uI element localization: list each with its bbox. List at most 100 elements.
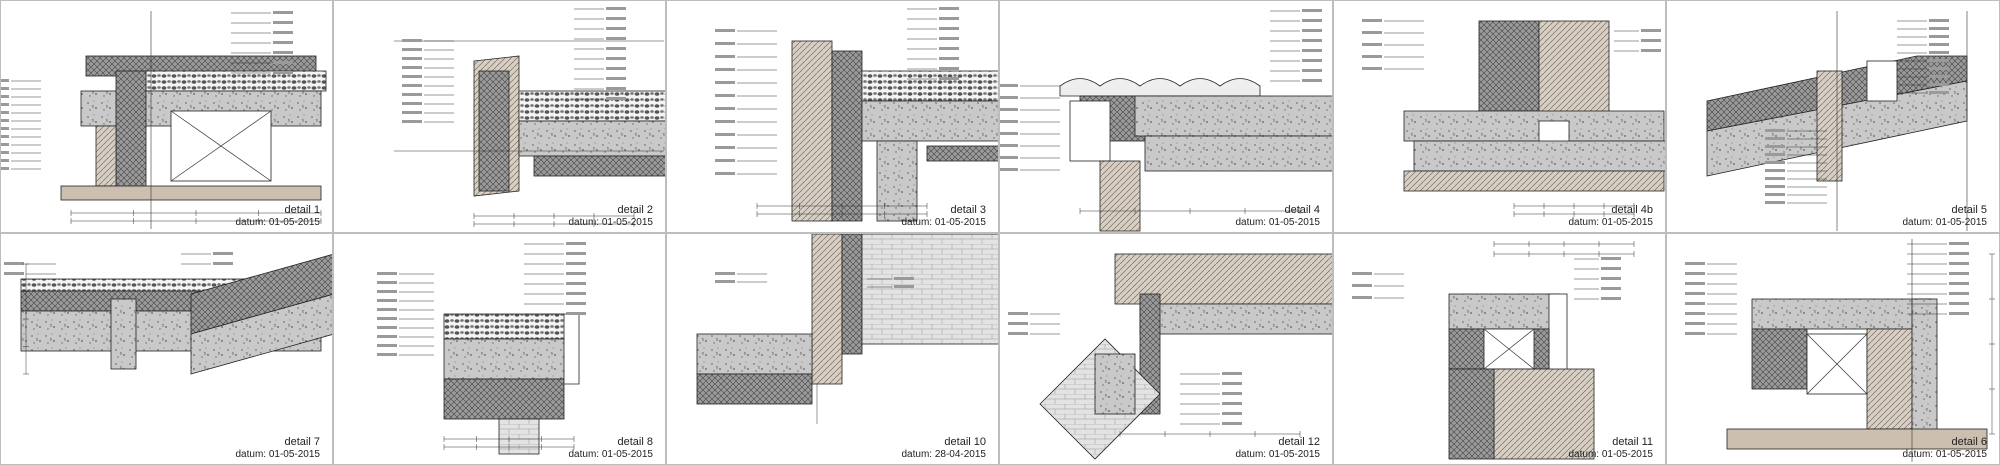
annotation-mark (715, 280, 735, 283)
annotation-mark (273, 31, 293, 34)
annotation-mark (1765, 185, 1785, 188)
annotation-mark (1641, 49, 1661, 52)
floor-slab (1448, 293, 1560, 330)
annotation-mark (402, 93, 422, 96)
annotation-mark (566, 312, 586, 315)
annotation-mark (1000, 108, 1018, 111)
leader-line (170, 110, 272, 182)
annotation-mark (606, 17, 626, 20)
detail-drawing (1352, 241, 1635, 460)
base-layer (1403, 170, 1665, 192)
annotation-mark (939, 27, 959, 30)
annotation-mark (715, 159, 735, 162)
detail-date: datum: 01-05-2015 (568, 216, 653, 228)
annotation-mark (1000, 156, 1018, 159)
detail-date: datum: 01-05-2015 (568, 448, 653, 460)
detail-date: datum: 01-05-2015 (1568, 216, 1653, 228)
annotation-mark (1222, 382, 1242, 385)
annotation-mark (1949, 302, 1969, 305)
drawing-geometry (1, 11, 327, 229)
annotation-mark (1929, 91, 1949, 94)
annotation-mark (377, 308, 397, 311)
annotation-mark (1, 119, 9, 122)
gutter-box (1069, 100, 1111, 162)
annotation-mark (939, 47, 959, 50)
masonry-block (861, 234, 998, 345)
annotation-mark (1, 103, 9, 106)
masonry-wall (1538, 20, 1610, 122)
drawing-geometry (1352, 241, 1635, 460)
annotation-mark (566, 272, 586, 275)
detail-title: detail 1 (284, 203, 320, 216)
annotation-mark (1302, 9, 1322, 12)
ceiling-layer (926, 145, 998, 162)
annotation-mark (1765, 129, 1785, 132)
wall-leaf (1816, 70, 1843, 182)
annotation-mark (1362, 19, 1382, 22)
sloped-slab (190, 294, 332, 375)
drawing-geometry (377, 242, 586, 455)
base-strip (60, 185, 322, 201)
detail-title: detail 3 (950, 203, 986, 216)
annotation-mark (273, 51, 293, 54)
insulation-strip (841, 234, 863, 355)
leader-line (1806, 333, 1868, 395)
annotation-mark (1949, 262, 1969, 265)
annotation-mark (1222, 412, 1242, 415)
annotation-mark (1765, 161, 1785, 164)
annotation-mark (1222, 372, 1242, 375)
annotation-mark (939, 37, 959, 40)
annotation-mark (1302, 49, 1322, 52)
annotation-mark (273, 41, 293, 44)
annotation-mark (1685, 322, 1705, 325)
drawing-geometry (394, 7, 665, 227)
annotation-mark (715, 81, 735, 84)
annotation-mark (1008, 312, 1028, 315)
detail-date: datum: 01-05-2015 (1568, 448, 1653, 460)
floor-slab (696, 333, 813, 375)
outer-leaf (791, 40, 833, 222)
insulation-column (115, 70, 147, 192)
annotation-mark (566, 252, 586, 255)
annotation-mark (1929, 43, 1949, 46)
annotation-mark (606, 87, 626, 90)
annotation-mark (606, 47, 626, 50)
annotation-mark (402, 111, 422, 114)
annotation-mark (1929, 35, 1949, 38)
annotation-mark (1362, 55, 1382, 58)
annotation-mark (606, 27, 626, 30)
annotation-mark (1685, 262, 1705, 265)
annotation-mark (273, 11, 293, 14)
annotation-mark (1, 151, 9, 154)
annotation-mark (1352, 296, 1372, 299)
annotation-mark (377, 335, 397, 338)
annotation-mark (273, 71, 293, 74)
annotation-mark (1008, 332, 1028, 335)
annotation-mark (1, 159, 9, 162)
insulation-column (1478, 20, 1540, 112)
outer-leaf (811, 234, 843, 385)
detail-title: detail 12 (1278, 435, 1320, 448)
annotation-mark (1685, 332, 1705, 335)
annotation-mark (566, 242, 586, 245)
annotation-mark (1949, 282, 1969, 285)
drawing-geometry (1008, 253, 1332, 460)
annotation-mark (1949, 292, 1969, 295)
detail-title: detail 8 (617, 435, 653, 448)
detail-title: detail 11 (1612, 435, 1653, 448)
detail-drawing (1362, 19, 1665, 217)
detail-drawing (4, 252, 332, 375)
detail-drawing (1008, 253, 1332, 460)
annotation-mark (939, 57, 959, 60)
annotation-mark (566, 282, 586, 285)
annotation-mark (1929, 27, 1949, 30)
